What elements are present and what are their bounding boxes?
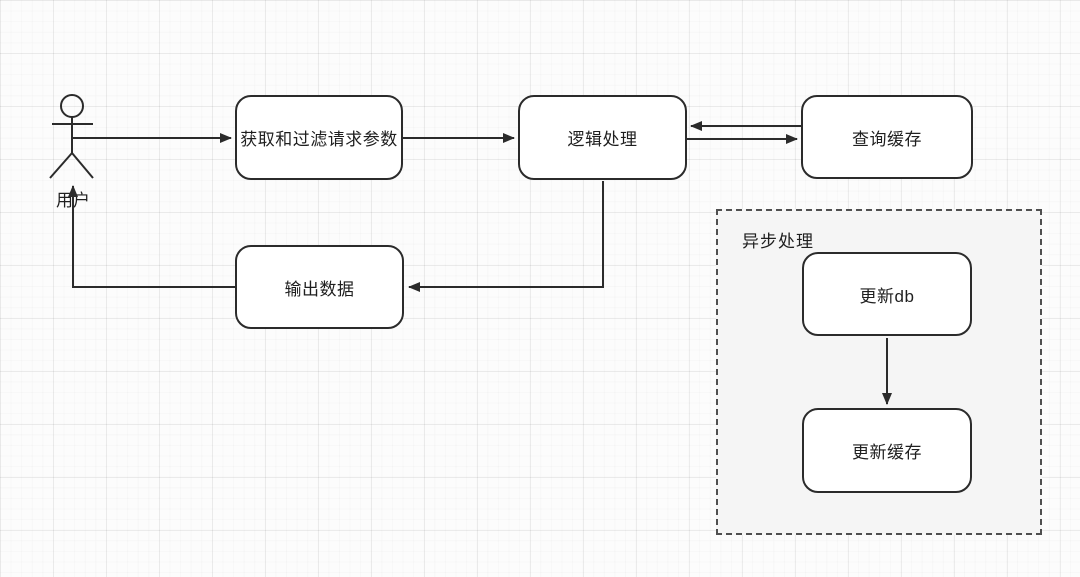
node-query-cache: 查询缓存 [801,95,973,179]
actor-right-leg [71,152,94,179]
actor-left-leg [49,152,73,179]
node-get-and-filter-params: 获取和过滤请求参数 [235,95,403,180]
node-update-db-label: 更新db [859,286,915,306]
node-logic-processing-label: 逻辑处理 [567,130,638,149]
node-output-data: 输出数据 [235,245,404,329]
node-output-data-label: 输出数据 [284,279,355,299]
node-get-and-filter-params-label: 获取和过滤请求参数 [240,130,398,149]
node-logic-processing: 逻辑处理 [518,95,687,180]
node-update-cache: 更新缓存 [802,408,972,493]
actor-user-figure [49,94,94,179]
actor-head [60,94,84,118]
actor-user-label: 用户 [56,191,90,210]
node-update-cache-label: 更新缓存 [852,443,922,462]
node-query-cache-label: 查询缓存 [852,129,922,149]
node-update-db: 更新db [802,252,972,336]
arrow-logic-to-output-data [408,181,604,292]
group-async-label: 异步处理 [742,232,814,251]
arrow-output-data-to-user [68,185,235,288]
